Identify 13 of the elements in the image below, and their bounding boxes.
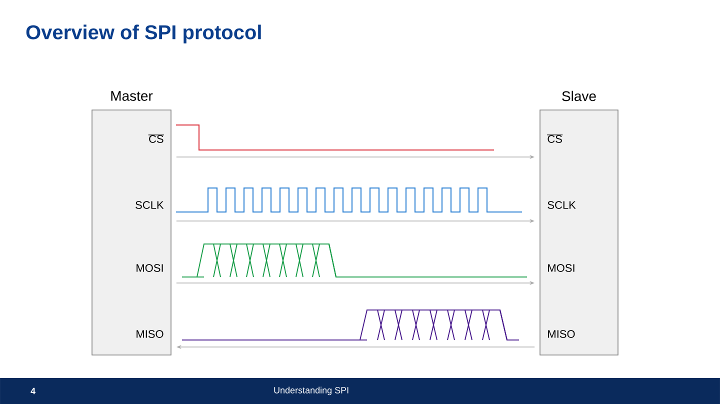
box-heading: Master xyxy=(111,91,153,101)
footer-text: 4 xyxy=(30,388,36,394)
signal-label: SCLK xyxy=(136,201,164,209)
signal-label: MOSI xyxy=(548,264,574,272)
signal-label: MISO xyxy=(548,330,575,338)
footer-text: Understanding SPI xyxy=(274,386,348,396)
signal-label: CS xyxy=(546,134,563,143)
signal-label: SCLK xyxy=(548,201,576,209)
box-heading: Slave xyxy=(562,90,596,102)
signal-label: MISO xyxy=(136,330,164,338)
signal-label: MOSI xyxy=(136,264,163,272)
title: Overview of SPI protocol xyxy=(26,24,261,44)
signal-label: CS xyxy=(148,134,164,143)
